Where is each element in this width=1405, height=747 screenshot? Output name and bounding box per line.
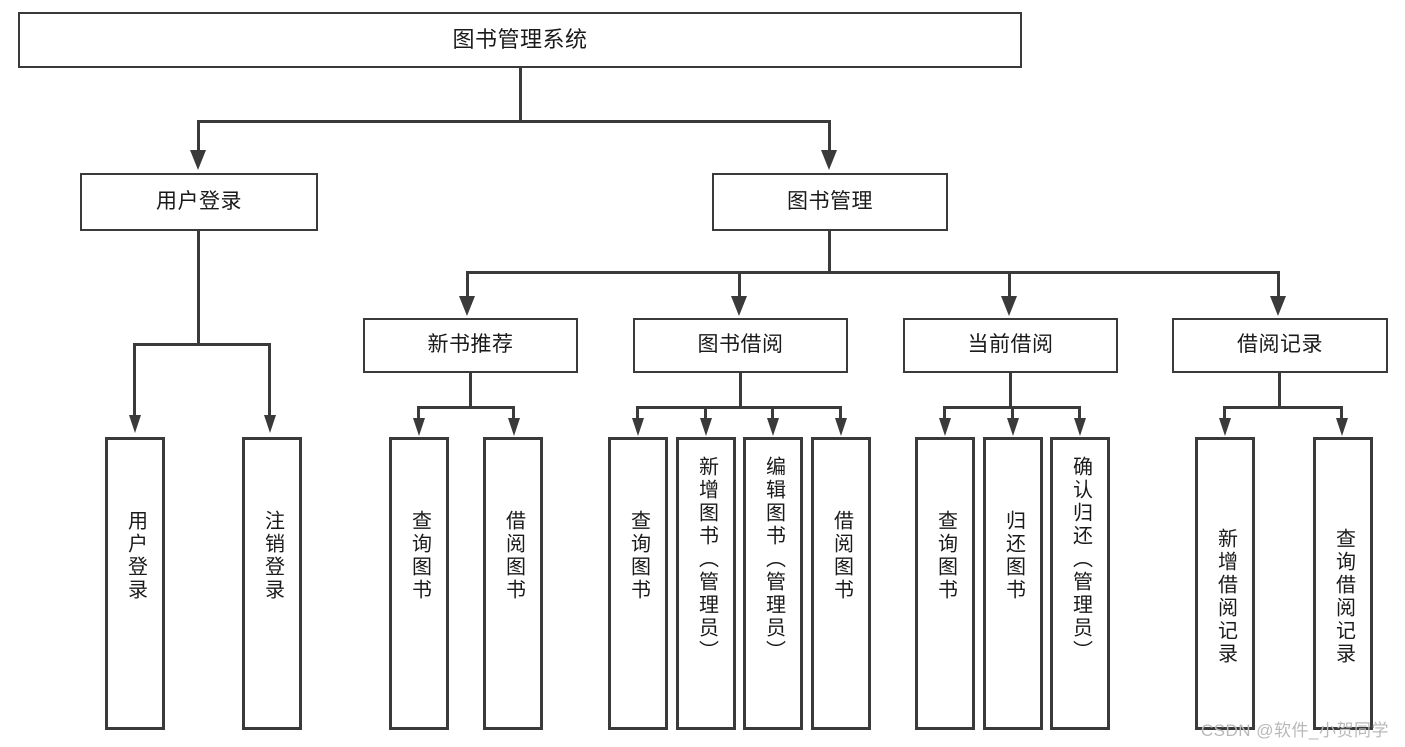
connector-bb-bus <box>636 406 842 409</box>
arrowhead-leaf-br-add-record <box>1219 418 1231 436</box>
connector-root-drop-left <box>197 120 200 150</box>
node-label: 图书管理 <box>787 189 873 213</box>
connector-nbr-drop-2 <box>512 406 515 418</box>
leaf-bb-borrow-book[interactable]: 借阅图书 <box>811 437 871 730</box>
leaf-label: 注销登录 <box>261 510 284 602</box>
leaf-label: 查询图书 <box>627 510 650 602</box>
connector-br-drop-2 <box>1340 406 1343 418</box>
leaf-bb-query-book[interactable]: 查询图书 <box>608 437 668 730</box>
node-book-management[interactable]: 图书管理 <box>712 173 948 231</box>
connector-bb-stem <box>739 373 742 406</box>
connector-user-login-stem <box>197 231 200 343</box>
connector-bm-drop-4 <box>1277 271 1280 296</box>
node-label: 新书推荐 <box>427 333 514 357</box>
arrowhead-leaf-nbr-query-book <box>413 418 425 436</box>
leaf-br-query-record[interactable]: 查询借阅记录 <box>1313 437 1373 730</box>
connector-user-login-drop-2 <box>268 343 271 415</box>
leaf-bb-edit-book-admin[interactable]: 编辑图书（管理员） <box>743 437 803 730</box>
node-label: 图书管理系统 <box>452 27 588 53</box>
node-current-borrow[interactable]: 当前借阅 <box>903 318 1118 373</box>
node-new-book-recommend[interactable]: 新书推荐 <box>363 318 578 373</box>
arrowhead-leaf-bb-edit-book <box>767 418 779 436</box>
node-book-borrow[interactable]: 图书借阅 <box>633 318 848 373</box>
connector-bm-drop-2 <box>738 271 741 296</box>
connector-book-management-bus <box>466 271 1280 274</box>
connector-user-login-drop-1 <box>133 343 136 415</box>
leaf-nbr-query-book[interactable]: 查询图书 <box>389 437 449 730</box>
node-label: 借阅记录 <box>1237 333 1323 357</box>
connector-nbr-bus <box>417 406 515 409</box>
leaf-logout[interactable]: 注销登录 <box>242 437 302 730</box>
connector-bb-drop-1 <box>636 406 639 418</box>
connector-bb-drop-4 <box>839 406 842 418</box>
connector-nbr-stem <box>469 373 472 406</box>
connector-cb-stem <box>1009 373 1012 406</box>
connector-book-management-stem <box>828 231 831 271</box>
leaf-label: 归还图书 <box>1002 510 1025 602</box>
arrowhead-leaf-bb-query-book <box>632 418 644 436</box>
connector-bm-drop-1 <box>466 271 469 296</box>
arrowhead-leaf-cb-return-book <box>1007 418 1019 436</box>
node-borrow-record[interactable]: 借阅记录 <box>1172 318 1388 373</box>
arrowhead-to-user-login <box>190 150 206 170</box>
leaf-user-login[interactable]: 用户登录 <box>105 437 165 730</box>
connector-bb-drop-2 <box>704 406 707 418</box>
arrowhead-leaf-cb-query-book <box>939 418 951 436</box>
leaf-nbr-borrow-book[interactable]: 借阅图书 <box>483 437 543 730</box>
leaf-label: 查询图书 <box>408 510 431 602</box>
arrowhead-to-new-book-recommend <box>459 296 475 316</box>
leaf-bb-add-book-admin[interactable]: 新增图书（管理员） <box>676 437 736 730</box>
leaf-label: 确认归还（管理员） <box>1069 456 1092 663</box>
connector-cb-drop-3 <box>1078 406 1081 418</box>
arrowhead-leaf-br-query-record <box>1336 418 1348 436</box>
leaf-cb-query-book[interactable]: 查询图书 <box>915 437 975 730</box>
connector-bm-drop-3 <box>1008 271 1011 296</box>
arrowhead-leaf-cb-confirm-return <box>1074 418 1086 436</box>
arrowhead-to-borrow-record <box>1270 296 1286 316</box>
connector-root-bus <box>197 120 831 123</box>
arrowhead-to-book-borrow <box>731 296 747 316</box>
node-label: 用户登录 <box>156 189 242 213</box>
connector-nbr-drop-1 <box>417 406 420 418</box>
node-label: 当前借阅 <box>967 333 1054 357</box>
leaf-label: 查询图书 <box>934 510 957 602</box>
leaf-label: 借阅图书 <box>830 510 853 602</box>
leaf-label: 借阅图书 <box>502 510 525 602</box>
arrowhead-leaf-bb-borrow-book <box>835 418 847 436</box>
leaf-label: 编辑图书（管理员） <box>762 456 785 663</box>
leaf-cb-confirm-return-admin[interactable]: 确认归还（管理员） <box>1050 437 1110 730</box>
connector-cb-drop-1 <box>943 406 946 418</box>
leaf-cb-return-book[interactable]: 归还图书 <box>983 437 1043 730</box>
node-root-book-management-system[interactable]: 图书管理系统 <box>18 12 1022 68</box>
leaf-label: 用户登录 <box>124 510 147 602</box>
leaf-label: 新增借阅记录 <box>1214 528 1237 666</box>
connector-user-login-bus <box>133 343 271 346</box>
connector-br-drop-1 <box>1223 406 1226 418</box>
connector-br-bus <box>1223 406 1343 409</box>
node-user-login[interactable]: 用户登录 <box>80 173 318 231</box>
connector-root-drop-right <box>828 120 831 150</box>
arrowhead-leaf-user-login <box>129 415 141 433</box>
arrowhead-leaf-bb-add-book <box>700 418 712 436</box>
connector-root-stem <box>519 68 522 120</box>
leaf-br-add-record[interactable]: 新增借阅记录 <box>1195 437 1255 730</box>
connector-cb-drop-2 <box>1011 406 1014 418</box>
arrowhead-leaf-logout <box>264 415 276 433</box>
connector-br-stem <box>1278 373 1281 406</box>
arrowhead-leaf-nbr-borrow-book <box>508 418 520 436</box>
leaf-label: 新增图书（管理员） <box>695 456 718 663</box>
connector-bb-drop-3 <box>771 406 774 418</box>
node-label: 图书借阅 <box>697 333 784 357</box>
arrowhead-to-current-borrow <box>1001 296 1017 316</box>
arrowhead-to-book-management <box>821 150 837 170</box>
leaf-label: 查询借阅记录 <box>1332 528 1355 666</box>
